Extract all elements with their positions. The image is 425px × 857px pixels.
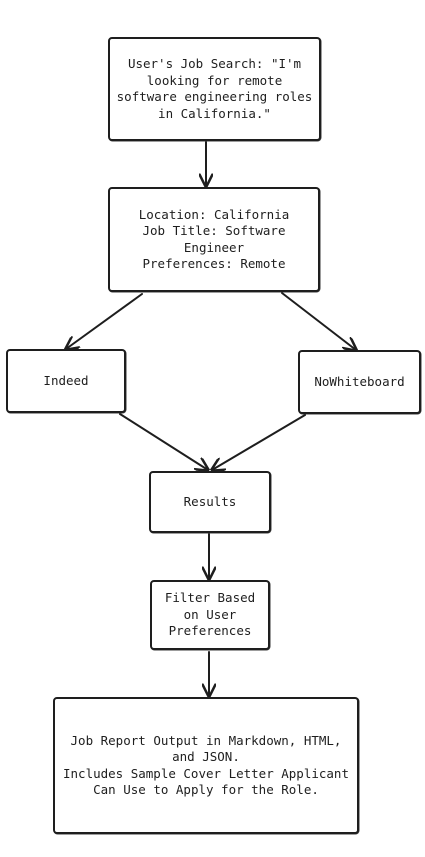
user-job-search-text: User's Job Search: "I'm looking for remo…	[116, 56, 313, 121]
edge-nowhiteboard-to-results	[212, 414, 306, 470]
user-job-search-node: User's Job Search: "I'm looking for remo…	[108, 37, 321, 141]
edge-indeed-to-results	[119, 413, 208, 470]
filter-text: Filter Based on User Preferences	[164, 590, 256, 639]
job-report-output-node: Job Report Output in Markdown, HTML, and…	[53, 697, 359, 834]
results-node: Results	[149, 471, 271, 533]
filter-node: Filter Based on User Preferences	[150, 580, 270, 650]
results-text: Results	[183, 493, 237, 509]
indeed-source-text: Indeed	[43, 372, 89, 388]
nowhiteboard-source-node: NoWhiteboard	[298, 350, 421, 414]
indeed-source-node: Indeed	[6, 349, 126, 413]
parsed-criteria-text: Location: California Job Title: Software…	[138, 206, 290, 272]
nowhiteboard-source-text: NoWhiteboard	[314, 373, 405, 389]
parsed-criteria-node: Location: California Job Title: Software…	[108, 187, 320, 292]
edge-criteria-to-nowhiteboard	[281, 292, 356, 350]
edge-criteria-to-indeed	[66, 293, 143, 349]
job-report-output-text: Job Report Output in Markdown, HTML, and…	[63, 732, 349, 798]
